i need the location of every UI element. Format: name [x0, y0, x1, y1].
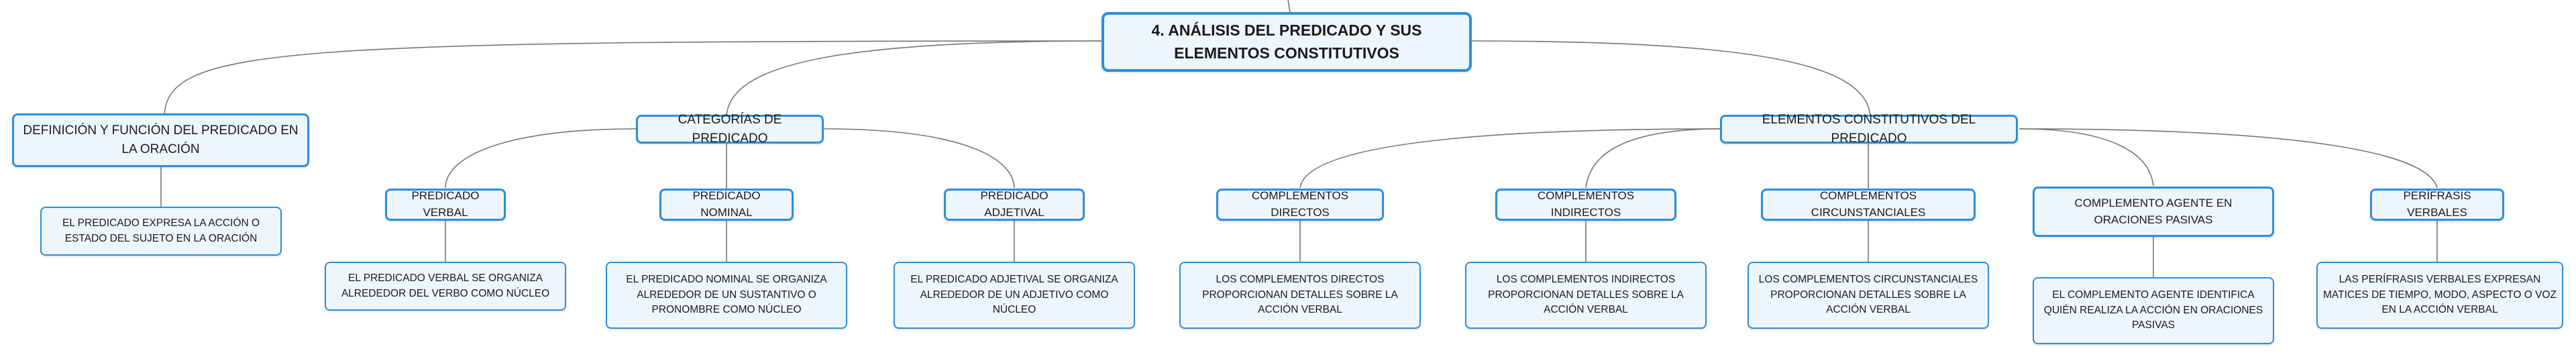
connector-root-definicion [164, 40, 1109, 116]
subtopic-predicado-verbal[interactable]: PREDICADO VERBAL [385, 189, 506, 221]
root-parent-connector [1287, 0, 1291, 13]
root-topic[interactable]: 4. ANÁLISIS DEL PREDICADO Y SUS ELEMENTO… [1102, 12, 1472, 72]
subtopic-complementos-indirectos[interactable]: COMPLEMENTOS INDIRECTOS [1495, 189, 1676, 221]
connector-elementos-indirectos [1585, 128, 1722, 189]
detail-complementos-directos[interactable]: LOS COMPLEMENTOS DIRECTOS PROPORCIONAN D… [1179, 262, 1421, 329]
detail-predicado-nominal[interactable]: EL PREDICADO NOMINAL SE ORGANIZA ALREDED… [606, 262, 847, 329]
connector-elementos-directos [1299, 128, 1722, 189]
subtopic-predicado-nominal[interactable]: PREDICADO NOMINAL [659, 189, 794, 221]
detail-predicado-adjetival[interactable]: EL PREDICADO ADJETIVAL SE ORGANIZA ALRED… [894, 262, 1135, 329]
detail-predicado-verbal[interactable]: EL PREDICADO VERBAL SE ORGANIZA ALREDEDO… [325, 262, 566, 311]
detail-complementos-indirectos[interactable]: LOS COMPLEMENTOS INDIRECTOS PROPORCIONAN… [1465, 262, 1707, 329]
connector-elementos-perifrasis [2019, 128, 2438, 189]
topic-categorias[interactable]: CATEGORÍAS DE PREDICADO [636, 113, 824, 146]
connector-elementos-agente [2019, 128, 2154, 187]
subtopic-predicado-adjetival[interactable]: PREDICADO ADJETIVAL [944, 189, 1085, 221]
connector-root-categorias [726, 40, 1109, 116]
definicion-detail[interactable]: EL PREDICADO EXPRESA LA ACCIÓN O ESTADO … [40, 207, 282, 256]
subtopic-complementos-directos[interactable]: COMPLEMENTOS DIRECTOS [1216, 189, 1384, 221]
detail-perifrasis-verbales[interactable]: LAS PERÍFRASIS VERBALES EXPRESAN MATICES… [2316, 262, 2563, 329]
subtopic-complementos-circunstanciales[interactable]: COMPLEMENTOS CIRCUNSTANCIALES [1761, 189, 1976, 221]
connector-categorias-verbal [445, 128, 638, 189]
topic-definicion[interactable]: DEFINICIÓN Y FUNCIÓN DEL PREDICADO EN LA… [12, 113, 309, 167]
connector-categorias-adjetival [823, 128, 1015, 189]
subtopic-perifrasis-verbales[interactable]: PERÍFRASIS VERBALES [2370, 189, 2504, 221]
detail-complemento-agente[interactable]: EL COMPLEMENTO AGENTE IDENTIFICA QUIÉN R… [2033, 277, 2274, 344]
connector-root-elementos [1467, 40, 1871, 116]
detail-complementos-circunstanciales[interactable]: LOS COMPLEMENTOS CIRCUNSTANCIALES PROPOR… [1748, 262, 1989, 329]
subtopic-complemento-agente[interactable]: COMPLEMENTO AGENTE EN ORACIONES PASIVAS [2033, 187, 2274, 237]
topic-elementos[interactable]: ELEMENTOS CONSTITUTIVOS DEL PREDICADO [1720, 113, 2018, 146]
